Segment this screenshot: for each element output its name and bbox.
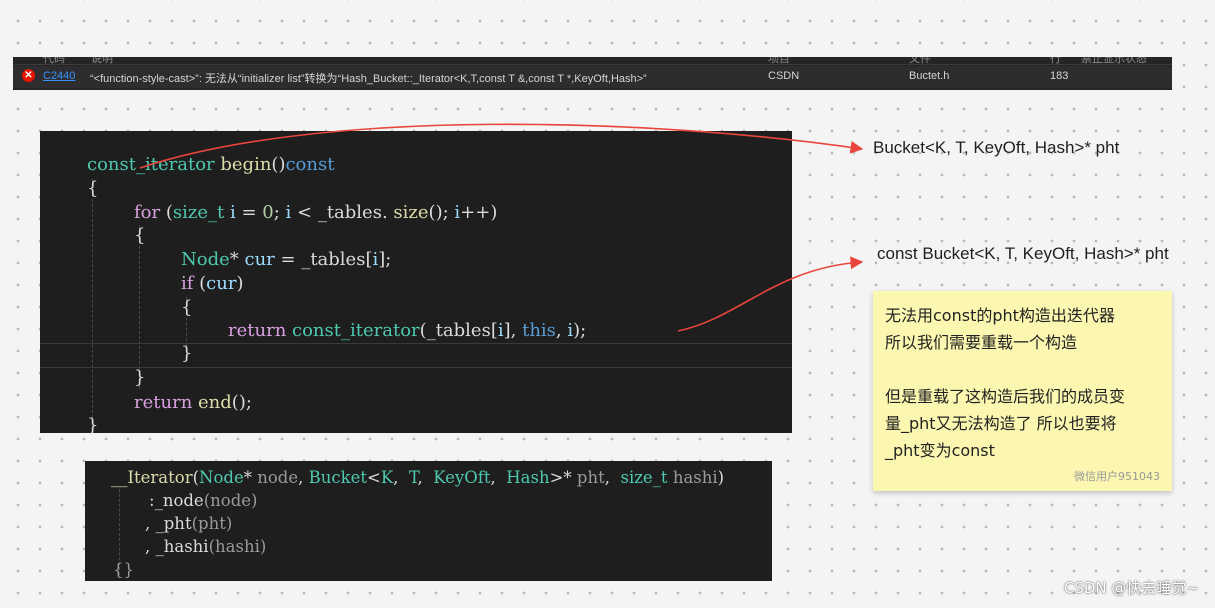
indent-guide	[186, 297, 187, 361]
code-line: __Iterator(Node* node, Bucket<K, T, KeyO…	[111, 468, 725, 487]
error-list-panel: 代码 说明 项目 文件 行 禁止显示状态 ✕ C2440 “<function-…	[13, 57, 1172, 90]
column-header-file[interactable]: 文件	[909, 57, 931, 65]
sticky-note[interactable]: 无法用const的pht构造出迭代器 所以我们需要重载一个构造 但是重载了这构造…	[873, 291, 1172, 491]
code-line: const_iterator begin()const	[87, 154, 335, 175]
error-list-divider	[13, 64, 1172, 65]
annotation-label-const-bucket-pht: const Bucket<K, T, KeyOft, Hash>* pht	[877, 244, 1169, 263]
column-header-line[interactable]: 行	[1050, 57, 1061, 65]
error-file: Buctet.h	[909, 70, 950, 82]
sticky-note-line: _pht变为const	[885, 441, 995, 460]
sticky-note-line: 所以我们需要重载一个构造	[885, 333, 1078, 352]
code-line: {	[87, 178, 99, 199]
annotation-label-bucket-pht: Bucket<K, T, KeyOft, Hash>* pht	[873, 138, 1120, 157]
code-line: return const_iterator(_tables[i], this, …	[228, 320, 587, 341]
code-line: {	[134, 225, 146, 246]
code-line: , _hashi(hashi)	[145, 537, 267, 556]
code-line: Node* cur = _tables[i];	[181, 249, 392, 270]
current-line-border	[40, 343, 792, 344]
code-line: for (size_t i = 0; i < _tables. size(); …	[134, 202, 498, 223]
error-icon: ✕	[22, 69, 35, 82]
code-line: {}	[113, 560, 134, 579]
column-header-suppression[interactable]: 禁止显示状态	[1081, 57, 1147, 65]
sticky-note-line: 量_pht又无法构造了 所以也要将	[885, 414, 1117, 433]
csdn-watermark: CSDN @快去睡觉~	[1063, 579, 1199, 597]
error-list-header: 代码 说明 项目 文件 行 禁止显示状态	[13, 57, 1172, 65]
code-line: return end();	[134, 392, 252, 413]
sticky-note-line: 但是重载了这构造后我们的成员变	[885, 387, 1126, 406]
code-editor-begin: const_iterator begin()const { for (size_…	[40, 131, 792, 433]
code-line: :_node(node)	[149, 491, 258, 510]
sticky-note-line: 无法用const的pht构造出迭代器	[885, 306, 1115, 325]
indent-guide	[119, 489, 120, 575]
code-line: }	[87, 415, 99, 433]
current-line-border	[40, 367, 792, 368]
column-header-code[interactable]: 代码	[43, 57, 65, 65]
sticky-note-gap	[885, 356, 1160, 383]
column-header-description[interactable]: 说明	[91, 57, 113, 65]
code-line: {	[181, 297, 193, 318]
error-code-link[interactable]: C2440	[43, 70, 76, 82]
column-header-project[interactable]: 项目	[768, 57, 790, 65]
indent-guide	[139, 226, 140, 389]
code-line: }	[181, 343, 193, 364]
error-message: “<function-style-cast>”: 无法从“initializer…	[90, 73, 647, 85]
error-line: 183	[1050, 70, 1069, 82]
code-line: if (cur)	[181, 273, 244, 294]
error-row[interactable]: ✕ C2440 “<function-style-cast>”: 无法从“ini…	[13, 66, 1172, 88]
code-editor-iterator-ctor: __Iterator(Node* node, Bucket<K, T, KeyO…	[85, 461, 772, 581]
sticky-note-author: 微信用户951043	[1074, 470, 1160, 483]
indent-guide	[92, 179, 93, 433]
code-line: }	[134, 367, 146, 388]
error-project: CSDN	[768, 70, 800, 82]
code-line: , _pht(pht)	[145, 514, 233, 533]
